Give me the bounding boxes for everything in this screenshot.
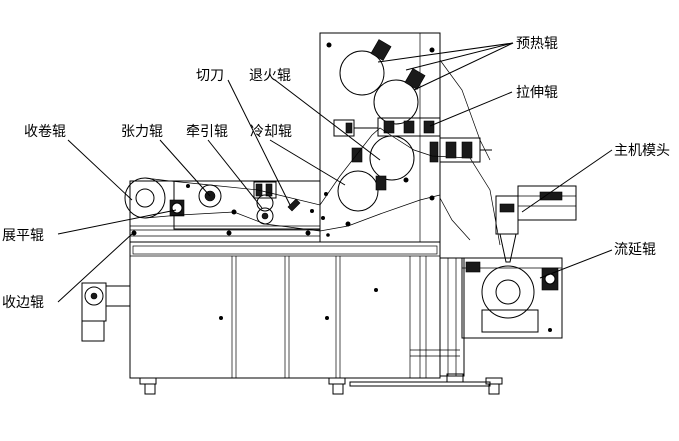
side-rails: [410, 256, 465, 378]
label-tension-roll: 张力辊: [121, 124, 163, 140]
cooling-roll: [337, 170, 387, 212]
label-cutter: 切刀: [196, 68, 224, 84]
annealing-roll: [351, 135, 439, 181]
casting-roll-unit: [461, 257, 563, 339]
label-edge-trim-roll: 收边辊: [2, 295, 44, 311]
lower-cabinet: [129, 241, 441, 379]
winding-frame: [129, 180, 321, 243]
leader-lines: [57, 42, 613, 303]
label-spreader-roll: 展平辊: [2, 228, 44, 244]
cutter-knife: [287, 198, 301, 212]
machine-feet: [139, 373, 503, 395]
roll-tower: [319, 32, 441, 243]
traction-rolls: [253, 181, 277, 225]
label-annealing-roll: 退火辊: [249, 68, 291, 84]
label-cooling-roll: 冷却辊: [250, 124, 292, 140]
label-die-head: 主机模头: [614, 143, 670, 159]
preheat-rolls: [339, 39, 426, 125]
label-casting-roll: 流延辊: [614, 242, 656, 258]
label-traction-roll: 牵引辊: [186, 124, 228, 140]
winding-roll: [124, 177, 185, 219]
label-stretch-roll: 拉伸辊: [516, 85, 558, 101]
stretch-rolls: [333, 117, 441, 137]
die-head: [495, 185, 577, 263]
film-web-path: [130, 59, 501, 246]
stretch-drive: [439, 137, 492, 163]
label-preheat-roll: 预热辊: [516, 36, 558, 52]
edge-trim-winder: [81, 282, 131, 342]
label-winding-roll: 收卷辊: [24, 124, 66, 140]
